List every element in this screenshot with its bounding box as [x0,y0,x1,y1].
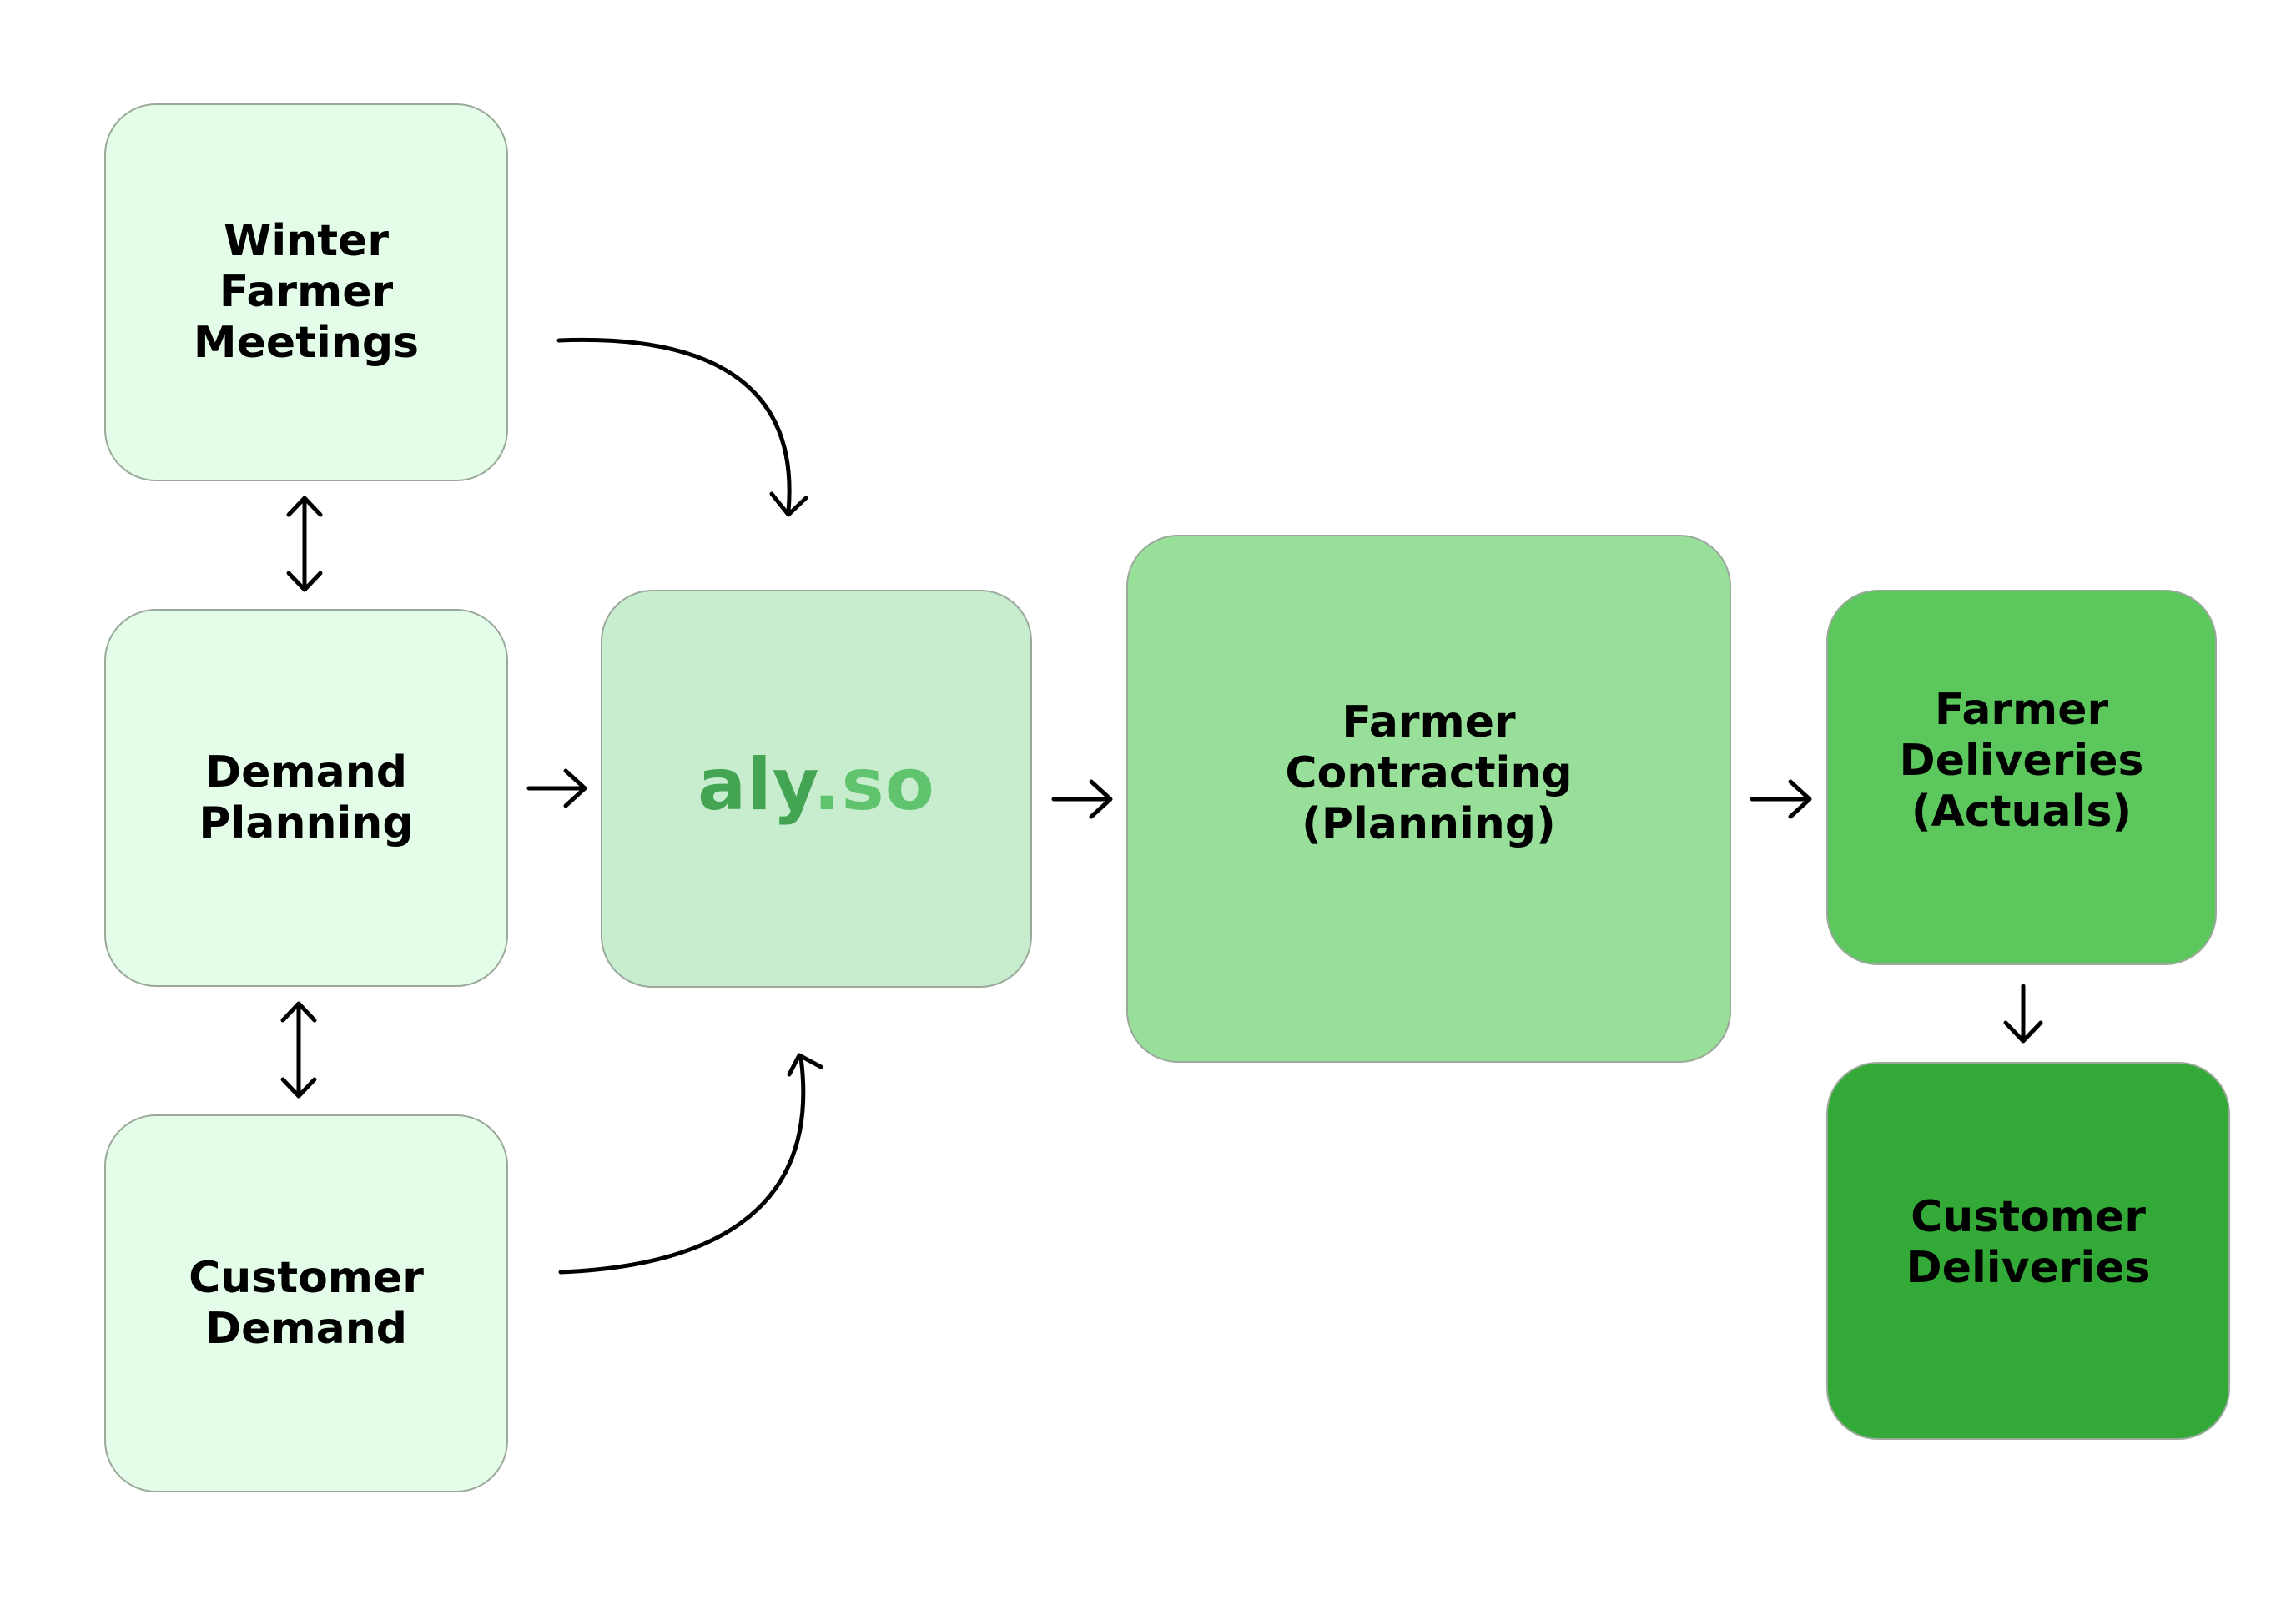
node-label: Winter Farmer Meetings [193,216,420,368]
node-customer-deliveries: Customer Deliveries [1826,1062,2230,1440]
logo-dot: . [813,742,842,827]
node-farmer-contracting: Farmer Contracting (Planning) [1126,535,1731,1063]
edge-winter-to-alyso [556,337,808,517]
edge-contracting-to-deliveries [1750,779,1812,819]
node-label: Customer Deliveries [1906,1191,2151,1293]
alyso-logo: aly.so [697,743,935,827]
node-winter-farmer-meetings: Winter Farmer Meetings [104,103,508,481]
edge-deliveries-to-customer-deliveries [2003,984,2043,1044]
edge-alyso-to-contracting [1051,779,1113,819]
node-customer-demand: Customer Demand [104,1114,508,1492]
node-label: Demand Planning [199,747,414,848]
node-farmer-deliveries: Farmer Deliveries (Actuals) [1826,590,2217,965]
logo-main-text: aly [697,742,813,827]
node-demand-planning: Demand Planning [104,609,508,987]
edge-customer-to-alyso [558,1053,823,1275]
edge-demand-customer-bidirectional [280,1001,317,1099]
node-label: Farmer Deliveries (Actuals) [1899,684,2144,837]
edge-demand-to-alyso [526,768,587,808]
logo-tld-text: so [841,742,935,827]
node-alyso: aly.so [601,590,1032,988]
edge-winter-demand-bidirectional [286,496,323,592]
node-label: Customer Demand [189,1252,424,1354]
node-label: Farmer Contracting (Planning) [1285,697,1573,849]
